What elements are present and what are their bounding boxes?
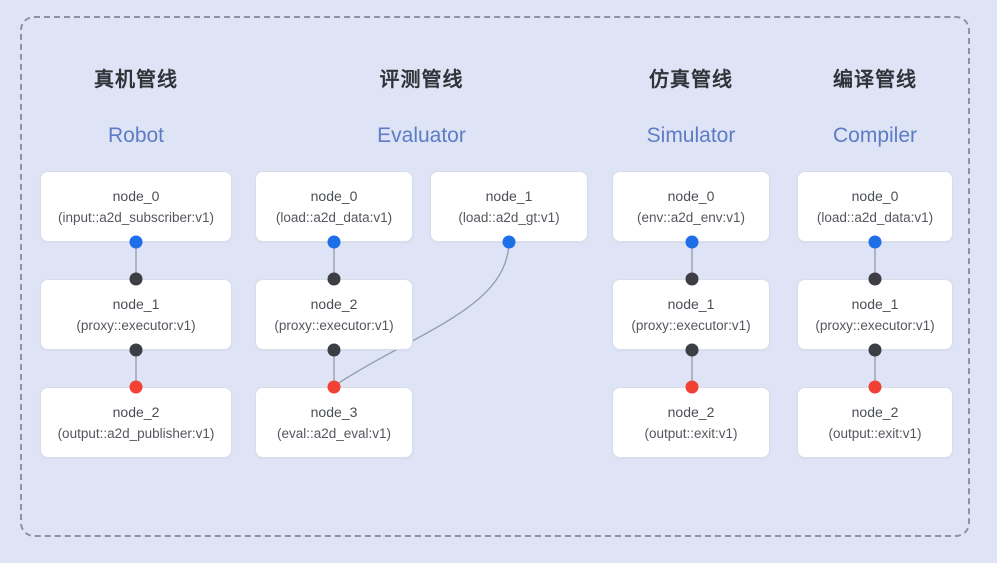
node-name: node_0	[667, 187, 715, 204]
node-card-simulator-node2[interactable]: node_2 (output::exit:v1)	[612, 387, 770, 458]
node-param: (eval::a2d_eval:v1)	[276, 425, 392, 441]
node-param: (proxy::executor:v1)	[631, 317, 751, 333]
pipeline-title-zh-robot: 真机管线	[94, 69, 178, 91]
node-param: (load::a2d_gt:v1)	[458, 209, 560, 225]
node-name: node_0	[310, 187, 358, 204]
node-card-robot-node2[interactable]: node_2 (output::a2d_publisher:v1)	[40, 387, 232, 458]
node-param: (proxy::executor:v1)	[274, 317, 394, 333]
node-param: (input::a2d_subscriber:v1)	[57, 209, 215, 225]
node-param: (proxy::executor:v1)	[815, 317, 935, 333]
node-name: node_1	[667, 295, 715, 312]
pipeline-title-en-evaluator: Evaluator	[377, 124, 466, 147]
node-name: node_3	[310, 403, 358, 420]
node-card-evaluator-node2[interactable]: node_2 (proxy::executor:v1)	[255, 279, 413, 350]
node-param: (output::exit:v1)	[644, 425, 738, 441]
node-card-evaluator-node3[interactable]: node_3 (eval::a2d_eval:v1)	[255, 387, 413, 458]
node-card-compiler-node1[interactable]: node_1 (proxy::executor:v1)	[797, 279, 953, 350]
node-param: (load::a2d_data:v1)	[275, 209, 393, 225]
node-param: (output::a2d_publisher:v1)	[57, 425, 215, 441]
node-param: (load::a2d_data:v1)	[816, 209, 934, 225]
node-card-compiler-node0[interactable]: node_0 (load::a2d_data:v1)	[797, 171, 953, 242]
node-name: node_0	[851, 187, 899, 204]
node-card-simulator-node0[interactable]: node_0 (env::a2d_env:v1)	[612, 171, 770, 242]
node-card-simulator-node1[interactable]: node_1 (proxy::executor:v1)	[612, 279, 770, 350]
node-card-evaluator-node1[interactable]: node_1 (load::a2d_gt:v1)	[430, 171, 588, 242]
pipeline-title-en-robot: Robot	[107, 124, 165, 147]
node-name: node_2	[310, 295, 358, 312]
node-card-robot-node0[interactable]: node_0 (input::a2d_subscriber:v1)	[40, 171, 232, 242]
node-name: node_1	[851, 295, 899, 312]
node-name: node_0	[112, 187, 160, 204]
node-param: (proxy::executor:v1)	[76, 317, 196, 333]
node-name: node_2	[851, 403, 899, 420]
node-card-evaluator-node0[interactable]: node_0 (load::a2d_data:v1)	[255, 171, 413, 242]
node-name: node_1	[112, 295, 160, 312]
node-name: node_2	[667, 403, 715, 420]
node-param: (env::a2d_env:v1)	[636, 209, 746, 225]
pipeline-title-zh-evaluator: 评测管线	[379, 69, 464, 91]
node-name: node_2	[112, 403, 160, 420]
node-card-compiler-node2[interactable]: node_2 (output::exit:v1)	[797, 387, 953, 458]
dashed-frame	[20, 16, 970, 537]
node-card-robot-node1[interactable]: node_1 (proxy::executor:v1)	[40, 279, 232, 350]
node-name: node_1	[485, 187, 533, 204]
node-param: (output::exit:v1)	[828, 425, 922, 441]
pipeline-title-en-simulator: Simulator	[646, 124, 736, 147]
pipeline-title-en-compiler: Compiler	[832, 124, 918, 147]
pipeline-title-zh-simulator: 仿真管线	[649, 69, 733, 91]
pipeline-title-zh-compiler: 编译管线	[833, 69, 917, 91]
